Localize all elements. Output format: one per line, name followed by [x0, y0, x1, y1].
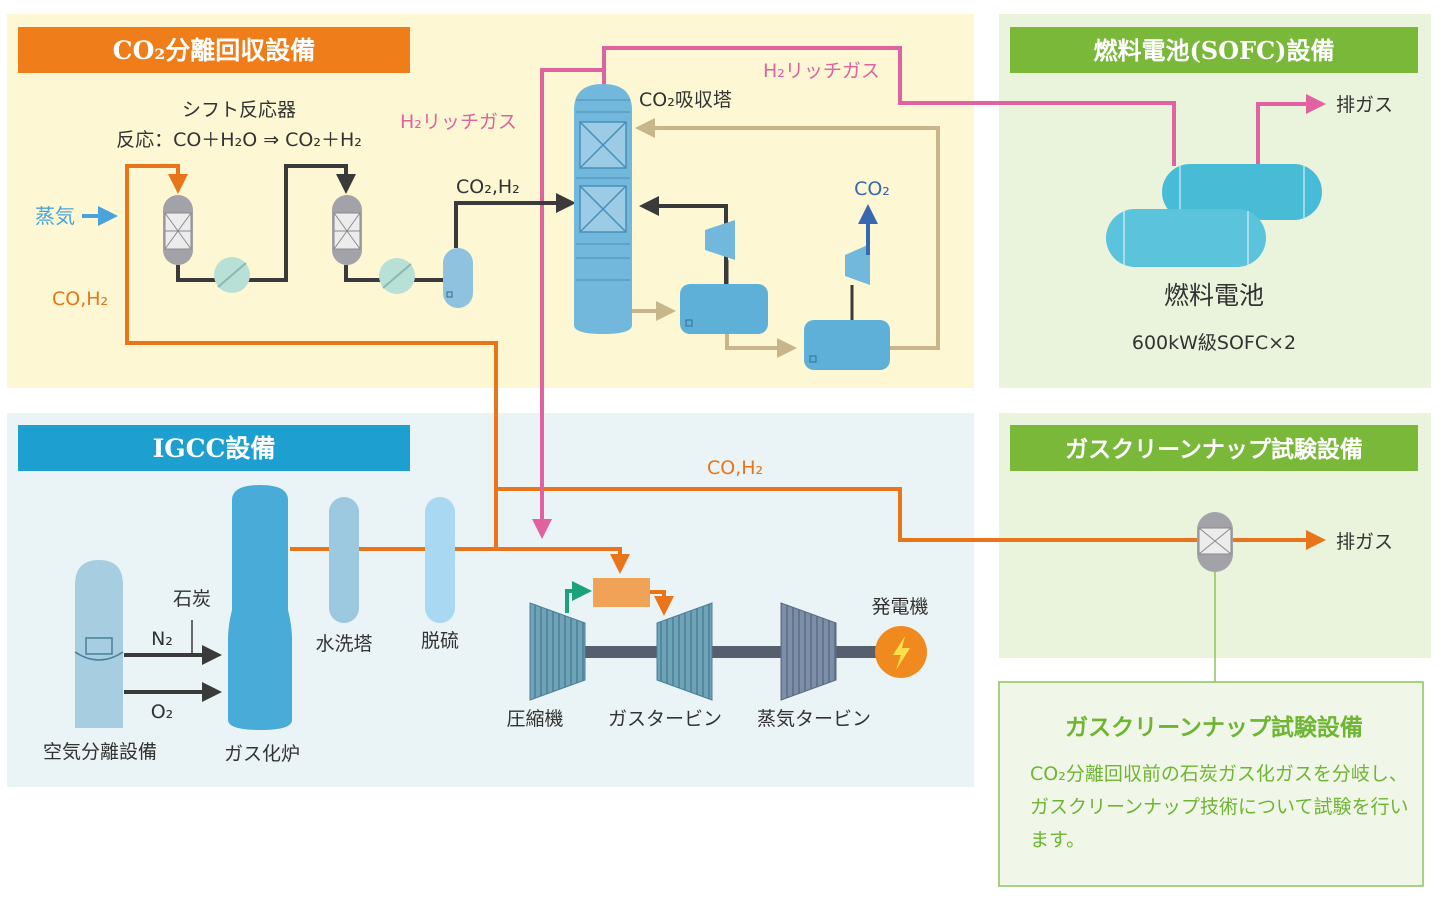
coal-label: 石炭 [173, 588, 211, 610]
shift-reactor-2 [332, 195, 362, 265]
n2-o2-arrows [124, 620, 222, 702]
compressor-label: 圧縮機 [506, 708, 563, 730]
sofc-section-title: 燃料電池(SOFC)設備 [1093, 36, 1334, 65]
co2-h2-label: CO₂,H₂ [456, 176, 520, 198]
co2-out-label: CO₂ [854, 178, 890, 200]
desulfurization-label: 脱硫 [421, 630, 459, 652]
gascleanup-section-title: ガスクリーンナップ試験設備 [1065, 436, 1363, 463]
flash-drum-1 [680, 220, 768, 334]
fuel-cell-spec-label: 600kW級SOFC×2 [1132, 332, 1296, 354]
gascleanup-section-header [1010, 425, 1418, 471]
gasifier-label: ガス化炉 [224, 743, 300, 765]
co-h2-label-mid: CO,H₂ [707, 457, 763, 479]
fuel-cell-label: 燃料電池 [1164, 281, 1264, 310]
o2-label: O₂ [151, 701, 174, 723]
igcc-section-bg [7, 413, 974, 787]
h2-rich-gas-lines [532, 46, 1326, 539]
water-wash-tower [329, 497, 359, 623]
co2-absorber-label: CO₂吸収塔 [639, 89, 732, 111]
desulfurization-tower [425, 497, 455, 623]
co2-section-header [18, 27, 410, 73]
generator [875, 626, 927, 678]
co2-section-title: CO₂分離回収設備 [113, 36, 316, 65]
asu-label: 空気分離設備 [43, 741, 157, 763]
description-box-bg [998, 681, 1424, 887]
gas-cleanup-reactor [1197, 512, 1233, 682]
heat-exchanger-2 [379, 258, 415, 294]
steam-in-label: 蒸気 [35, 204, 75, 228]
water-wash-label: 水洗塔 [315, 633, 372, 655]
description-box: ガスクリーンナップ試験設備 CO₂分離回収前の石炭ガス化ガスを分岐し、ガスクリー… [1008, 690, 1420, 882]
air-separation-unit [74, 560, 124, 728]
description-title: ガスクリーンナップ試験設備 [1065, 715, 1363, 741]
co-h2-label-left: CO,H₂ [52, 288, 108, 310]
description-body: CO₂分離回収前の石炭ガス化ガスを分岐し、ガスクリーンナップ技術について試験を行… [1030, 763, 1409, 851]
n2-label: N₂ [151, 628, 173, 650]
heat-exchanger-1 [214, 257, 250, 293]
shift-reactor-1 [163, 195, 193, 265]
generator-label: 発電機 [871, 596, 928, 618]
fuel-cell-units [1106, 164, 1322, 267]
shift-reactor-label: シフト反応器 [182, 99, 296, 121]
exhaust-label-1: 排ガス [1336, 94, 1393, 116]
exhaust-label-2: 排ガス [1336, 531, 1393, 553]
solvent-lines [632, 118, 940, 358]
h2-rich-gas-label-2: H₂リッチガス [763, 60, 880, 82]
steam-turbine-label: 蒸気タービン [757, 708, 871, 730]
flash-drum-2 [804, 244, 890, 370]
h2-rich-gas-label-1: H₂リッチガス [400, 111, 517, 133]
igcc-section-title: IGCC設備 [153, 434, 276, 463]
reaction-label: 反応：CO＋H₂O ⇒ CO₂＋H₂ [116, 129, 362, 151]
separator-drum [443, 248, 473, 308]
gas-turbine-train [529, 578, 885, 701]
gasifier [228, 485, 292, 730]
sofc-section-header [1010, 27, 1418, 73]
lightning-icon [893, 636, 910, 670]
co2-absorber-tower [574, 84, 632, 334]
gas-turbine-label: ガスタービン [608, 708, 722, 730]
co-h2-lines [125, 164, 1326, 616]
igcc-section-header [18, 425, 410, 471]
